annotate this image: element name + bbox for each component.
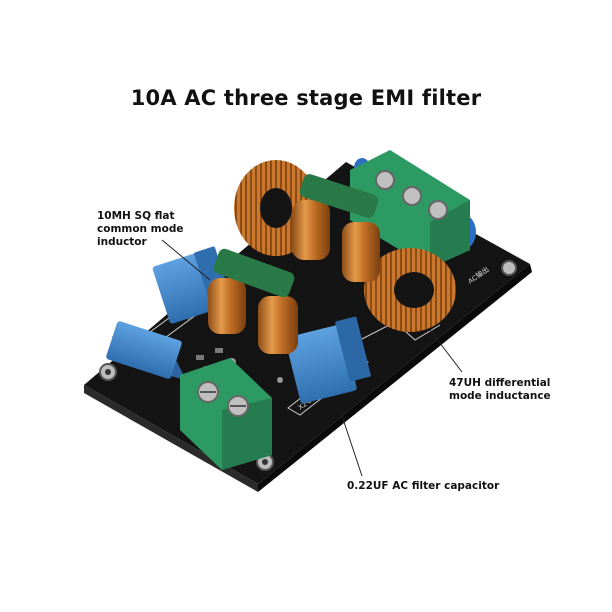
terminal-block-back [350,150,470,268]
capacitor-left-front [106,321,186,380]
common-mode-inductor-rear [292,174,380,282]
capacitor-middle [285,316,371,404]
annotation-cm-inductor: 10MH SQ flat common mode inductor [97,210,184,248]
terminal-block-front [180,358,272,470]
annotation-dm-inductor: 47UH differential mode inductance [449,377,551,402]
toroid-right [364,248,456,332]
page-title: 10A AC three stage EMI filter [130,86,482,110]
annotation-capacitor: 0.22UF AC filter capacitor [347,480,500,492]
common-mode-inductor-front [208,248,298,354]
leader-lines [161,239,463,477]
